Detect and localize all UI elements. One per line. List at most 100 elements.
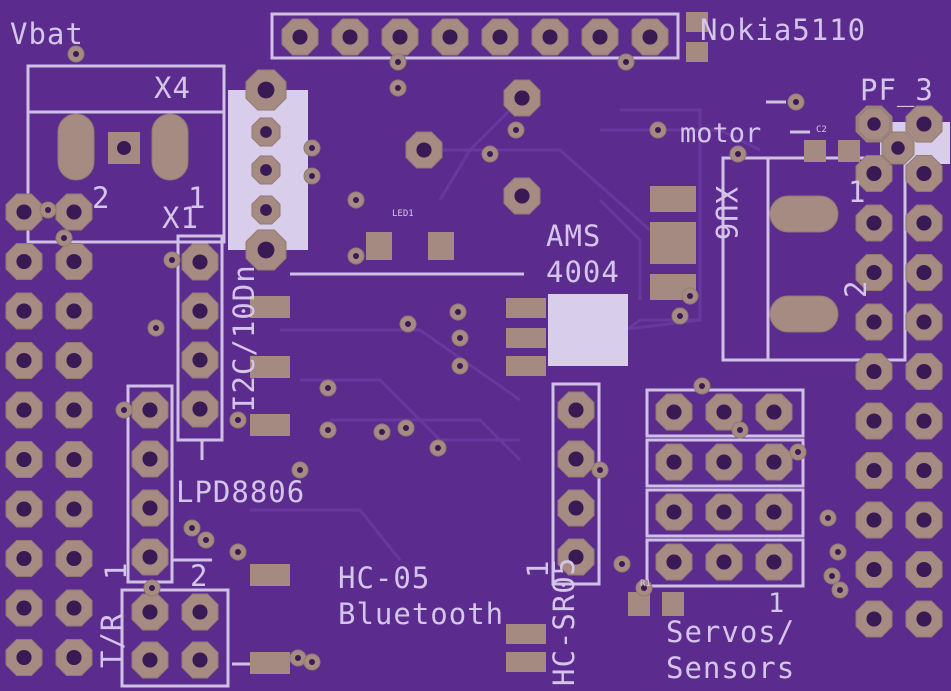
pad-drill — [916, 314, 932, 330]
via-drill — [309, 659, 315, 665]
pad-drill — [66, 550, 82, 567]
pad-drill — [716, 554, 732, 570]
via-drill — [73, 51, 79, 57]
via-drill — [795, 449, 801, 455]
pad-drill — [916, 462, 932, 479]
pad-drill — [66, 501, 82, 517]
pad-drill — [260, 126, 272, 138]
via-drill — [121, 407, 127, 413]
via-drill — [457, 335, 463, 341]
bluetooth-label: Bluetooth — [338, 597, 505, 631]
through-hole-pads — [5, 18, 943, 679]
x4-pin1-label: 1 — [188, 181, 207, 215]
via-drill — [325, 427, 331, 433]
via-drill — [655, 127, 661, 133]
via-drill — [295, 655, 301, 661]
pad-drill — [142, 402, 158, 418]
pad-drill — [16, 501, 32, 517]
pad-drill — [866, 413, 882, 429]
via-drill — [699, 383, 705, 389]
pad-drill — [142, 604, 158, 620]
pad-drill — [866, 512, 882, 528]
pad-drill — [66, 600, 82, 616]
pad-drill — [416, 142, 432, 158]
pad-drill — [866, 561, 882, 578]
pad-drill — [766, 454, 782, 470]
pad-drill — [16, 303, 32, 319]
tr-label: T/R — [95, 612, 129, 668]
pad-drill — [716, 454, 732, 470]
via-drill — [837, 587, 843, 593]
pad-drill — [514, 90, 530, 106]
via-drill — [203, 537, 209, 543]
pf3-label: PF_3 — [860, 73, 934, 107]
via-drill — [687, 293, 693, 299]
via-drill — [619, 561, 625, 567]
via-drill — [235, 549, 241, 555]
via-drill — [435, 445, 441, 451]
nokia-label: Nokia5110 — [700, 13, 867, 47]
pad-drill — [66, 649, 82, 666]
smd-pads — [250, 12, 860, 674]
pad-drill — [766, 404, 782, 420]
pad-drill — [916, 363, 932, 380]
via-drill — [737, 427, 743, 433]
pad-drill — [16, 649, 32, 666]
x1-label: X1 — [162, 201, 199, 235]
pad-drill — [666, 404, 682, 420]
pad-drill — [492, 29, 508, 45]
pad-drill — [916, 165, 932, 182]
pad-drill — [66, 204, 82, 220]
pad-drill — [666, 554, 682, 570]
pad-drill — [66, 303, 82, 319]
pad-drill — [866, 165, 882, 182]
pad-drill — [916, 116, 932, 132]
via-drill — [169, 257, 175, 263]
pad-drill — [192, 352, 208, 368]
via-drill — [353, 197, 359, 203]
pad-drill — [66, 451, 82, 468]
pad-drill — [891, 141, 905, 155]
pad-drill — [142, 549, 158, 565]
pad-drill — [260, 204, 272, 216]
via-drill — [677, 313, 683, 319]
pad-drill — [192, 254, 208, 270]
via-drill — [149, 585, 155, 591]
sensors-label: Sensors — [666, 651, 796, 685]
via-drill — [403, 425, 409, 431]
pad-drill — [568, 500, 584, 516]
ams-number: 4004 — [546, 255, 620, 289]
via-drill — [395, 59, 401, 65]
servo-pin1-label: 1 — [768, 588, 785, 619]
pad-drill — [66, 253, 82, 270]
pad-drill — [142, 500, 158, 516]
via-drill — [825, 515, 831, 521]
pad-drill — [867, 117, 881, 131]
hc05-label: HC-05 — [338, 561, 431, 595]
pad-drill — [192, 401, 208, 417]
pad-drill — [916, 264, 932, 281]
pad-drill — [542, 29, 558, 45]
vbat-label: Vbat — [10, 17, 84, 51]
pad-drill — [16, 352, 32, 369]
pad-drill — [592, 29, 608, 45]
via-drill — [309, 145, 315, 151]
lpd-label: LPD8806 — [176, 475, 306, 509]
pad-drill — [16, 600, 32, 616]
pad-drill — [666, 504, 682, 520]
pad-drill — [66, 352, 82, 369]
pad-drill — [16, 204, 32, 220]
pad-drill — [257, 81, 275, 99]
pad-drill — [866, 314, 882, 330]
via-drill — [395, 85, 401, 91]
pad-drill — [866, 264, 882, 281]
pad-drill — [866, 611, 882, 627]
xu6-pin1-label: 1 — [848, 175, 867, 209]
pad-drill — [716, 404, 732, 420]
pad-drill — [392, 29, 408, 45]
x4-pin2-label: 2 — [92, 181, 111, 215]
via-drill — [455, 309, 461, 315]
motor-label: motor — [680, 118, 762, 149]
